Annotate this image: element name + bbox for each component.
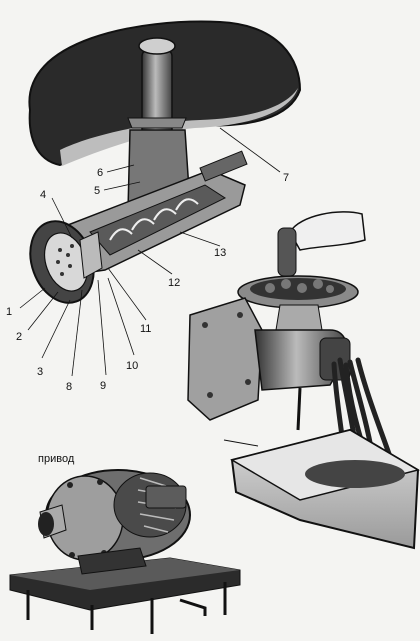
callout-4: 4 — [40, 189, 46, 201]
plate-holes — [56, 244, 74, 276]
terminal-box — [145, 485, 187, 509]
callout-7: 7 — [283, 172, 289, 184]
stand-handle — [179, 598, 207, 616]
leader-lines — [19, 127, 281, 377]
pusher-knob — [138, 37, 176, 55]
callout-12: 12 — [168, 277, 180, 289]
drive-caption: привод — [38, 453, 75, 465]
throat-flange — [127, 117, 187, 129]
callout-labels: 1 2 3 4 5 6 7 8 9 10 11 12 13 — [6, 167, 289, 393]
support-rod — [296, 387, 302, 431]
auger-screw — [109, 198, 199, 241]
stand-legs — [26, 582, 227, 634]
stand-top-face — [10, 558, 240, 590]
housing-cutaway — [89, 184, 227, 256]
knife — [79, 231, 103, 279]
callout-6: 6 — [97, 167, 103, 179]
callout-2: 2 — [16, 331, 22, 343]
grinder-in-use — [187, 211, 420, 550]
motor-feet — [77, 547, 147, 575]
callout-5: 5 — [94, 185, 100, 197]
pusher — [277, 227, 297, 277]
callout-10: 10 — [126, 360, 138, 372]
callout-8: 8 — [66, 381, 72, 393]
mince-pile — [305, 460, 405, 488]
cutaway-grinder — [28, 20, 302, 304]
drive-unit — [9, 469, 241, 634]
drive-shaft — [199, 150, 248, 182]
callout-9: 9 — [100, 380, 106, 392]
callout-3: 3 — [37, 366, 43, 378]
mounting-plate — [187, 297, 263, 421]
neck — [275, 304, 323, 331]
callout-1: 1 — [6, 306, 12, 318]
coupling-opening — [38, 512, 54, 536]
meat-chunks — [265, 279, 334, 293]
plate-bolts — [202, 312, 251, 398]
callout-11: 11 — [140, 323, 151, 335]
hand — [289, 211, 366, 251]
callout-13: 13 — [214, 247, 226, 259]
